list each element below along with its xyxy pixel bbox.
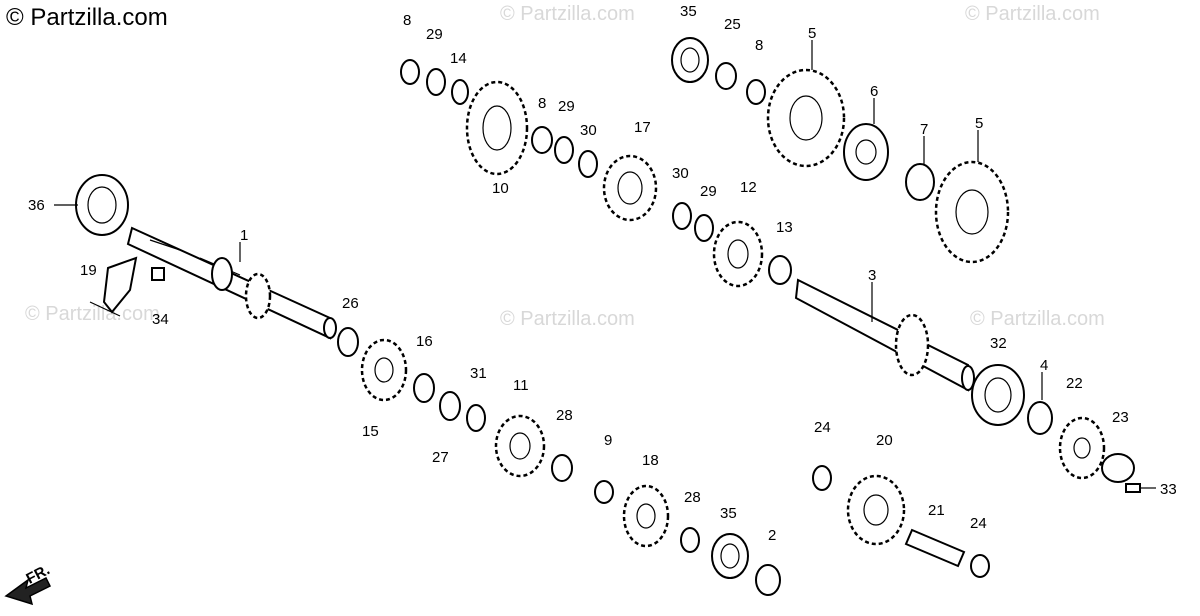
part-label: 6 (870, 83, 878, 100)
part-label: 26 (342, 295, 359, 312)
part-label: 32 (990, 335, 1007, 352)
part-label: 29 (558, 98, 575, 115)
part-label: 28 (556, 407, 573, 424)
part-label: 28 (684, 489, 701, 506)
part-label: 2 (768, 527, 776, 544)
part-label: 29 (426, 26, 443, 43)
part-label: 12 (740, 179, 757, 196)
part-label: 19 (80, 262, 97, 279)
part-label: 16 (416, 333, 433, 350)
part-label: 14 (450, 50, 467, 67)
part-label: 8 (755, 37, 763, 54)
part-label: 10 (492, 180, 509, 197)
part-label: 20 (876, 432, 893, 449)
part-label: 25 (724, 16, 741, 33)
hardware (89, 256, 1141, 568)
part-label: 22 (1066, 375, 1083, 392)
part-label: 17 (634, 119, 651, 136)
gears (360, 68, 1106, 548)
part-label: 8 (538, 95, 546, 112)
watermark: © Partzilla.com (500, 308, 635, 330)
part-label: 18 (642, 452, 659, 469)
watermark: © Partzilla.com (25, 303, 160, 325)
part-label: 36 (28, 197, 45, 214)
leader-lines (54, 40, 1156, 489)
part-label: 30 (580, 122, 597, 139)
part-label: 24 (970, 515, 987, 532)
part-label: 4 (1040, 357, 1048, 374)
watermarks: © Partzilla.com © Partzilla.com © Partzi… (25, 3, 1105, 330)
watermark: © Partzilla.com (970, 308, 1105, 330)
watermark: © Partzilla.com (965, 3, 1100, 25)
part-label: 27 (432, 449, 449, 466)
part-label: 35 (720, 505, 737, 522)
part-label: 1 (240, 227, 248, 244)
part-labels: 1 2 3 4 5 5 6 7 8 8 8 9 10 11 12 13 14 1… (28, 3, 1177, 544)
part-label: 34 (152, 311, 169, 328)
part-label: 5 (808, 25, 816, 42)
front-arrow-icon (4, 576, 52, 606)
part-label: 15 (362, 423, 379, 440)
bearings (75, 37, 1025, 579)
part-label: 8 (403, 12, 411, 29)
part-label: 23 (1112, 409, 1129, 426)
part-label: 13 (776, 219, 793, 236)
part-label: 24 (814, 419, 831, 436)
part-label: 21 (928, 502, 945, 519)
watermark: © Partzilla.com (500, 3, 635, 25)
counter-shaft (794, 278, 975, 392)
washers (337, 59, 1135, 596)
part-label: 33 (1160, 481, 1177, 498)
part-label: 7 (920, 121, 928, 138)
part-label: 30 (672, 165, 689, 182)
copyright-text: © Partzilla.com (6, 4, 168, 31)
main-shaft (126, 226, 337, 340)
part-label: 11 (513, 377, 529, 394)
part-label: 9 (604, 432, 612, 449)
part-label: 35 (680, 3, 697, 20)
part-label: 5 (975, 115, 983, 132)
part-label: 29 (700, 183, 717, 200)
part-label: 3 (868, 267, 876, 284)
part-label: 31 (470, 365, 487, 382)
